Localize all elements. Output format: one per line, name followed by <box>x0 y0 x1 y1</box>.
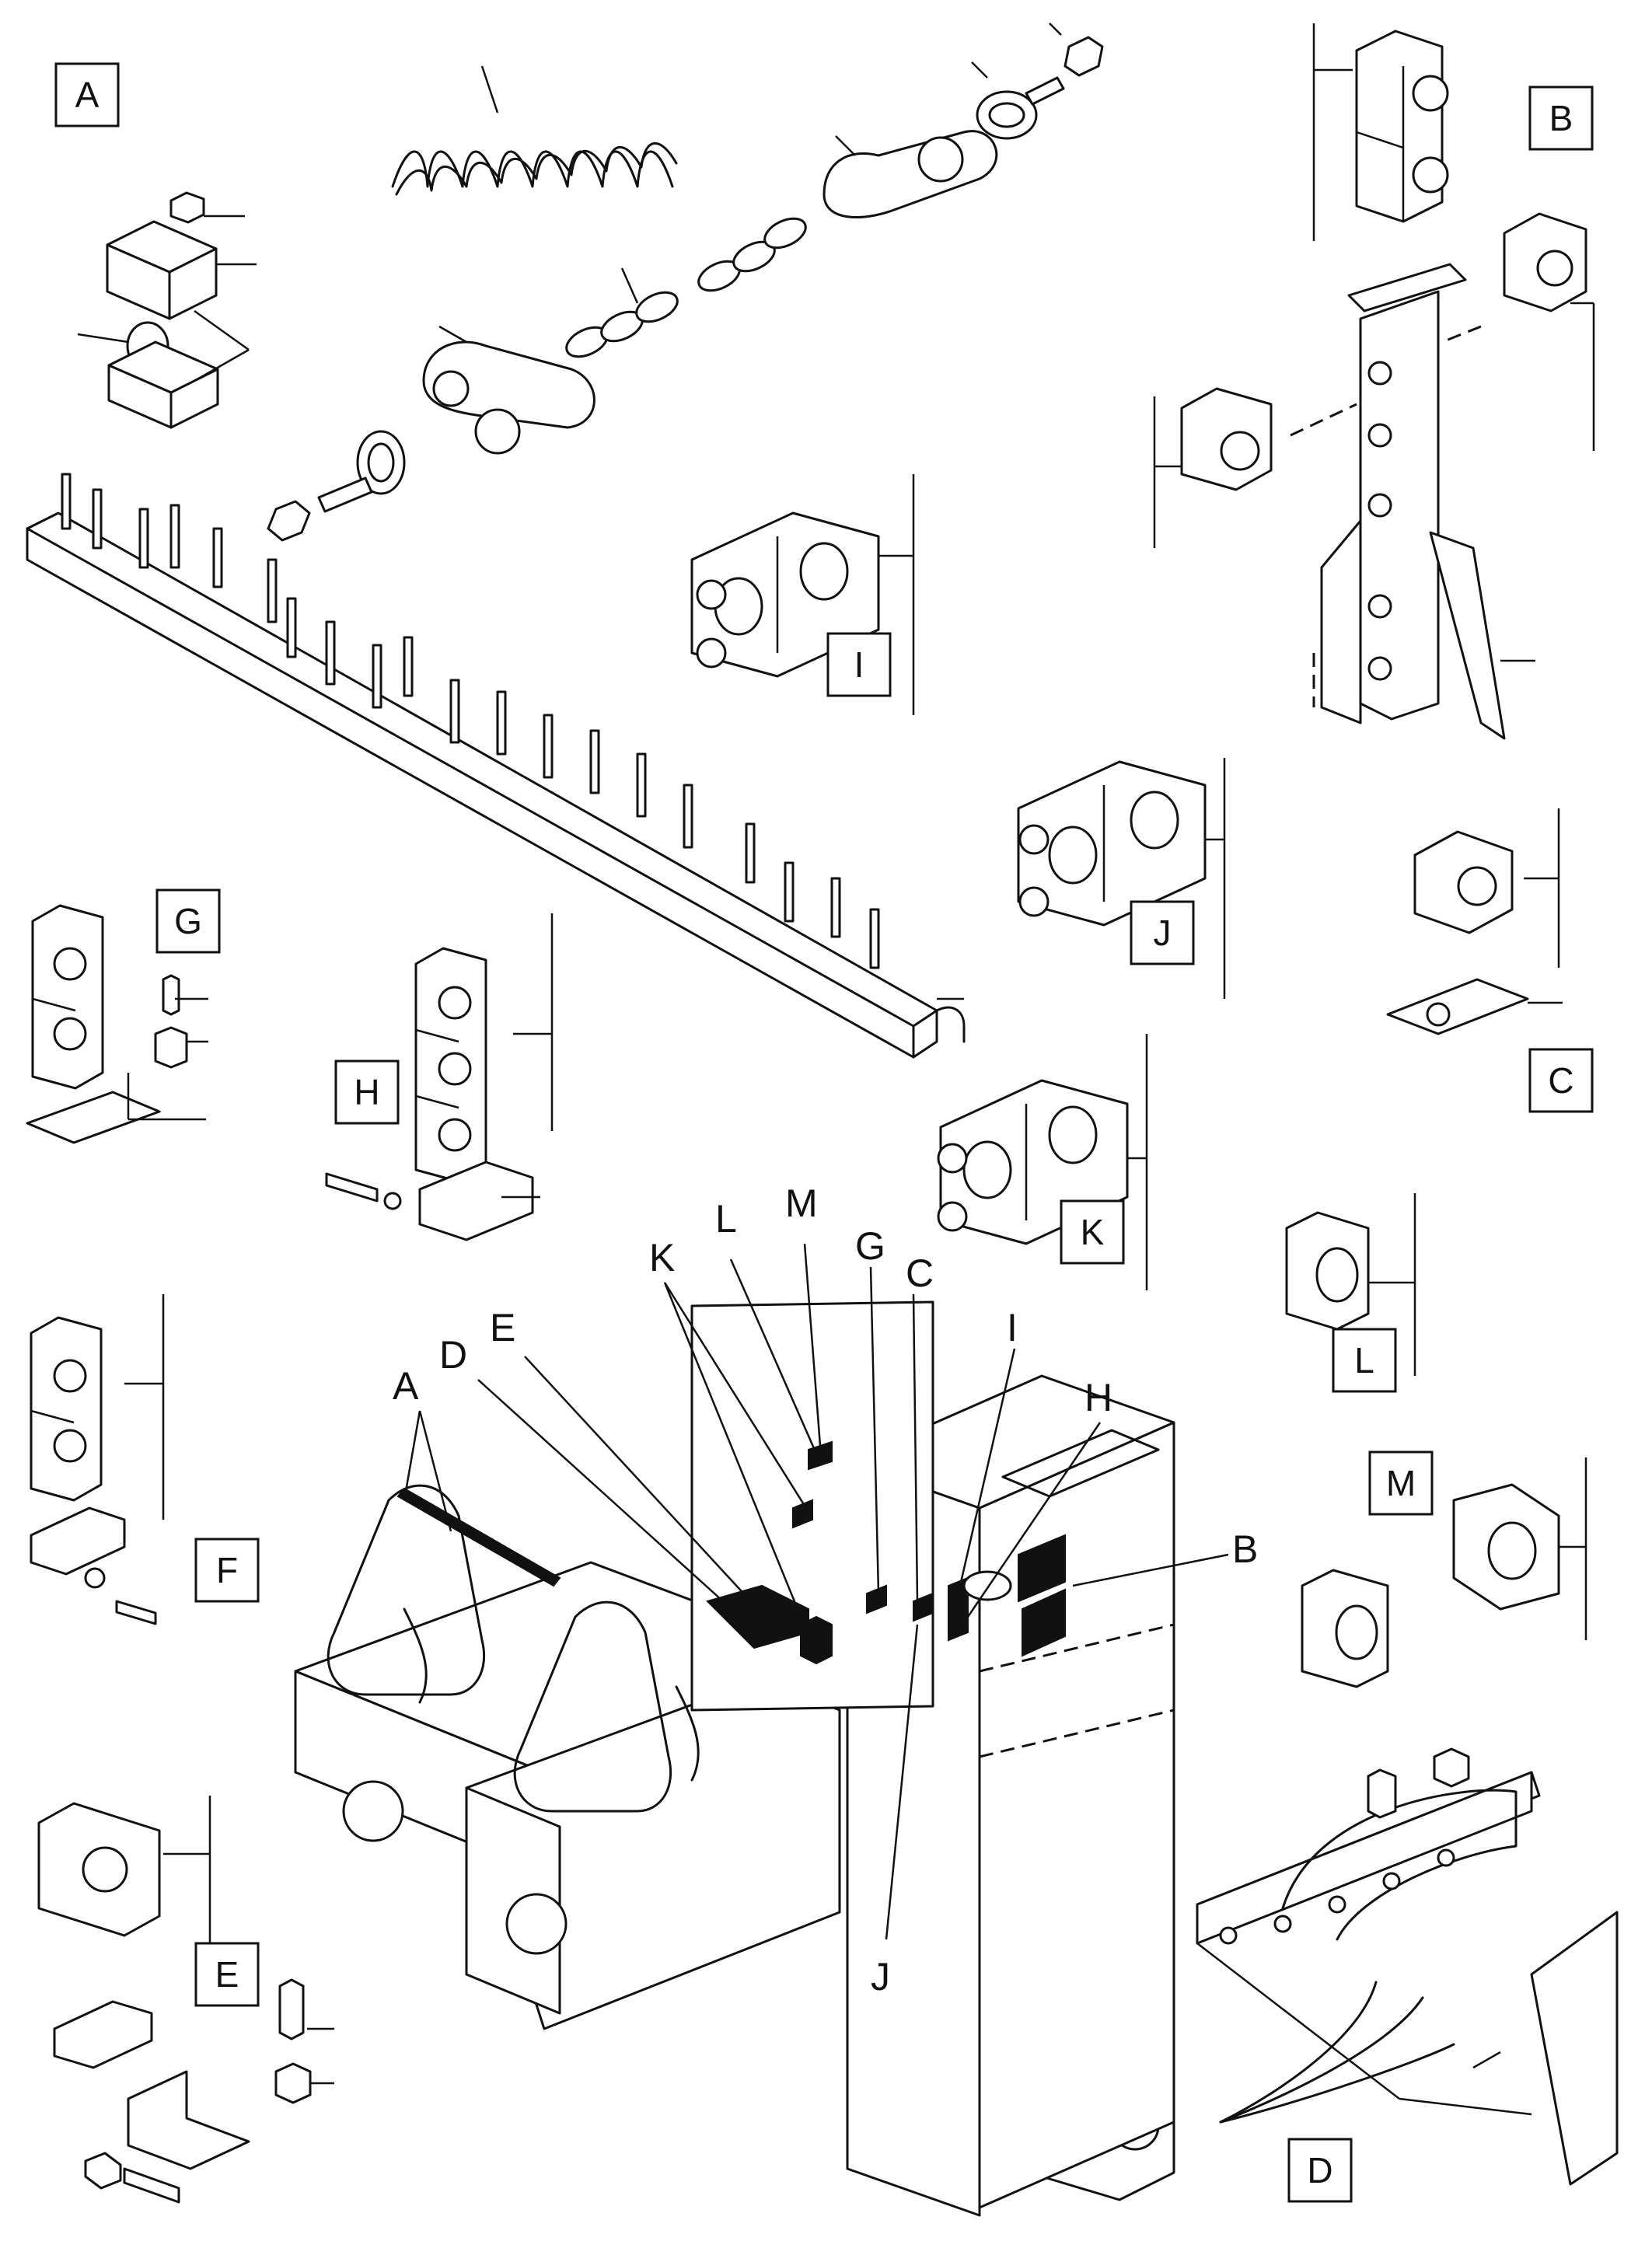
clamp-set-f <box>30 1294 165 1625</box>
boxed-label-j: J <box>1130 900 1195 965</box>
svg-text:D: D <box>1307 2150 1332 2190</box>
clamp-set-g <box>26 904 208 1144</box>
boxed-label-f: F <box>194 1538 260 1603</box>
shackle-lower <box>422 325 595 455</box>
boxed-label-l: L <box>1332 1328 1397 1393</box>
eye-bolt-upper <box>971 23 1104 140</box>
svg-text:J: J <box>1154 913 1172 953</box>
callout-c: C <box>906 1251 934 1295</box>
svg-text:B: B <box>1549 98 1573 138</box>
svg-text:C: C <box>1548 1060 1573 1101</box>
boxed-label-k: K <box>1060 1199 1125 1265</box>
boxed-label-a: A <box>54 62 120 127</box>
callout-h: H <box>1084 1376 1112 1419</box>
clamp-set-m <box>1301 1457 1587 1688</box>
shackle-upper <box>823 130 998 218</box>
stud-rail <box>26 473 966 1059</box>
svg-text:M: M <box>1386 1463 1416 1503</box>
central-assembly <box>294 1300 1175 2217</box>
boxed-label-d: D <box>1287 2138 1353 2203</box>
callout-l: L <box>715 1197 737 1241</box>
boxed-label-c: C <box>1528 1048 1594 1113</box>
svg-text:A: A <box>75 75 100 115</box>
boxed-label-e: E <box>194 1942 260 2007</box>
svg-text:I: I <box>854 644 864 685</box>
svg-text:K: K <box>1081 1212 1105 1252</box>
eye-bolt-lower <box>267 430 406 542</box>
rail-studs <box>61 473 880 969</box>
clamp-l <box>1285 1193 1416 1376</box>
clamp-set-c <box>1386 808 1563 1035</box>
callout-k: K <box>649 1236 675 1279</box>
boxed-label-g: G <box>155 888 221 954</box>
boxed-label-i: I <box>826 632 892 697</box>
svg-text:E: E <box>215 1954 239 1995</box>
clamp-set-h <box>325 913 554 1241</box>
boxed-label-m: M <box>1368 1450 1434 1516</box>
svg-text:H: H <box>354 1072 379 1112</box>
callout-i: I <box>1007 1306 1018 1349</box>
boxed-label-h: H <box>334 1059 400 1125</box>
clamp-set-a <box>77 191 257 429</box>
callout-a: A <box>393 1364 419 1408</box>
callout-g: G <box>855 1224 885 1268</box>
svg-text:F: F <box>216 1550 238 1590</box>
callout-j: J <box>871 1955 890 1998</box>
callout-d: D <box>439 1333 467 1377</box>
svg-text:G: G <box>174 901 202 941</box>
chain <box>565 217 807 358</box>
boxed-label-b: B <box>1528 86 1594 151</box>
clamp-set-e <box>37 1796 334 2204</box>
spring <box>391 65 678 196</box>
callout-m: M <box>785 1182 818 1225</box>
twin-clamp-j <box>1017 758 1226 999</box>
callout-e: E <box>490 1306 515 1349</box>
svg-text:L: L <box>1354 1340 1374 1381</box>
callout-b: B <box>1232 1527 1258 1571</box>
bracket-b <box>1153 23 1595 740</box>
callout-leaders <box>403 1243 1229 1940</box>
